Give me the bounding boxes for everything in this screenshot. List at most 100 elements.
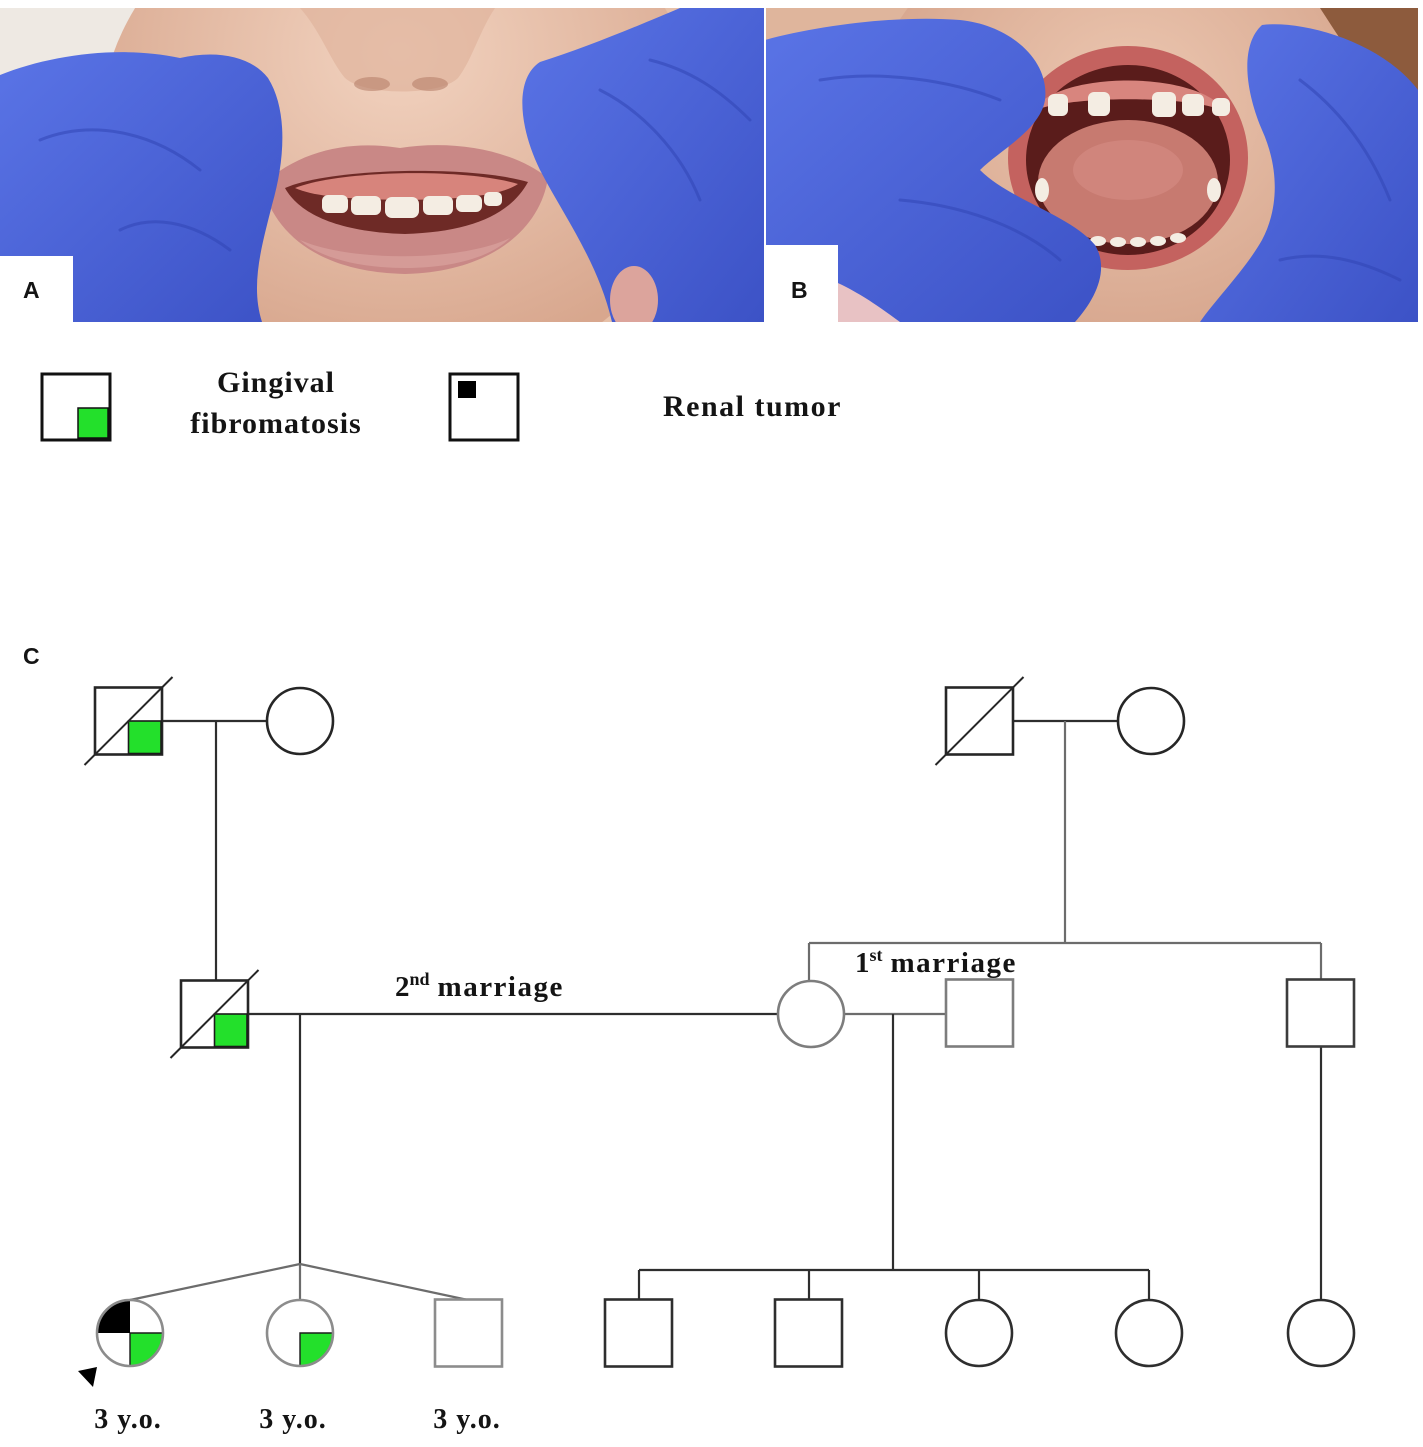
individual-10-circle <box>265 1298 335 1368</box>
tooth <box>1182 94 1204 116</box>
individual-4-circle <box>1116 686 1186 756</box>
tooth <box>1088 92 1110 116</box>
panel-b-label-box <box>765 245 838 322</box>
female-circle-fill <box>1116 1300 1182 1366</box>
individual-14-circle <box>944 1298 1014 1368</box>
female-circle <box>1116 686 1186 756</box>
photo-b-left-glove <box>765 18 1102 322</box>
tooth <box>1212 98 1230 116</box>
panel-a-label: A <box>23 277 40 303</box>
panel-c-label: C <box>23 643 40 669</box>
triplet-line <box>129 1262 301 1302</box>
photo-panel-a: A <box>0 8 765 322</box>
legend-green-quadrant <box>77 407 109 439</box>
age-label: 3 y.o. <box>94 1404 161 1435</box>
female-circle-fill <box>1118 688 1184 754</box>
female-circle <box>265 686 335 756</box>
female-circle-fill <box>1288 1300 1354 1366</box>
photo-a-nostril-right <box>412 77 448 91</box>
photo-a-right-glove-crease <box>648 58 752 122</box>
deceased-slash <box>169 969 260 1059</box>
individual-12-square <box>603 1298 674 1368</box>
male-square <box>1285 978 1356 1048</box>
photo-a-left-glove-crease <box>118 220 232 252</box>
tooth <box>1090 236 1106 246</box>
deceased-slash <box>83 676 174 766</box>
photo-a-nose <box>300 8 495 92</box>
age-label: 3 y.o. <box>259 1404 326 1435</box>
male-square <box>773 1298 844 1368</box>
second-marriage-suffix: nd <box>410 969 430 989</box>
tooth <box>1150 236 1166 246</box>
female-circle-fill <box>267 688 333 754</box>
photo-a-right-glove-crease <box>598 88 702 202</box>
tooth <box>1207 178 1221 202</box>
second-marriage-word: marriage <box>438 971 564 1003</box>
individual-16-circle <box>1286 1298 1356 1368</box>
age-label: 3 y.o. <box>433 1404 500 1435</box>
tooth <box>322 195 348 213</box>
tooth <box>1130 237 1146 247</box>
male-square <box>603 1298 674 1368</box>
female-circle <box>265 1298 335 1368</box>
first-marriage-suffix: st <box>870 945 883 965</box>
gingival-fibromatosis-quadrant <box>213 1013 248 1048</box>
photo-b-left-glove-crease <box>818 74 1002 102</box>
tooth <box>1048 94 1068 116</box>
legend-gingival-label-line1: Gingival <box>217 366 335 399</box>
photo-b-upper-gums <box>1032 80 1226 112</box>
photo-b-right-glove-crease <box>1298 78 1392 202</box>
photo-a-lower-lip-highlight <box>300 238 510 268</box>
tooth <box>1035 178 1049 202</box>
individual-1-square <box>83 676 174 766</box>
triplet-line <box>299 1262 469 1302</box>
legend: Gingival fibromatosis Renal tumor <box>40 366 842 442</box>
legend-gingival-label-line2: fibromatosis <box>190 407 361 440</box>
female-circle <box>1286 1298 1356 1368</box>
individual-7-square <box>944 978 1015 1048</box>
individual-9-circle <box>78 1298 165 1387</box>
first-marriage-label: 1st marriage <box>855 945 1017 979</box>
photo-b-right-glove <box>1200 24 1418 322</box>
pedigree-lines <box>129 719 1323 1302</box>
photo-panel-b: B <box>765 8 1418 322</box>
second-marriage-label: 2nd marriage <box>395 969 564 1003</box>
photo-b-right-glove-crease <box>1278 254 1402 282</box>
tooth <box>385 197 419 218</box>
first-marriage-word: marriage <box>891 947 1017 979</box>
individual-6-circle <box>776 979 846 1049</box>
legend-renal-tumor-symbol <box>448 372 520 442</box>
female-circle <box>1114 1298 1184 1368</box>
photo-a-gums <box>295 173 518 200</box>
individual-8-square <box>1285 978 1356 1048</box>
individual-2-circle <box>265 686 335 756</box>
tooth <box>456 195 482 212</box>
male-square <box>433 1298 504 1368</box>
photo-a-right-glove <box>522 8 765 322</box>
photo-a-left-glove <box>0 52 283 322</box>
tooth <box>1152 92 1176 117</box>
female-circle <box>944 1298 1014 1368</box>
individual-5-square <box>169 969 260 1059</box>
first-marriage-number: 1 <box>855 947 870 979</box>
tooth <box>1170 233 1186 243</box>
photo-a-nostril-left <box>354 77 390 91</box>
second-marriage-number: 2 <box>395 971 410 1003</box>
individual-3-square <box>934 676 1025 766</box>
photo-a-teeth <box>322 192 502 218</box>
female-circle-fill <box>778 981 844 1047</box>
individual-11-square <box>433 1298 504 1368</box>
photo-b-tongue-highlight <box>1073 140 1183 200</box>
renal-tumor-quadrant <box>97 1300 130 1333</box>
legend-renal-tumor-label: Renal tumor <box>663 390 842 423</box>
panel-b-label: B <box>791 277 808 303</box>
legend-gingival-fibromatosis-symbol <box>40 372 112 442</box>
male-square <box>944 978 1015 1048</box>
panel-a-label-box <box>0 256 73 322</box>
photo-b-left-glove-crease <box>898 198 1062 262</box>
female-circle <box>776 979 846 1049</box>
female-circle-fill <box>946 1300 1012 1366</box>
legend-black-corner <box>458 381 476 398</box>
tooth <box>1110 237 1126 247</box>
